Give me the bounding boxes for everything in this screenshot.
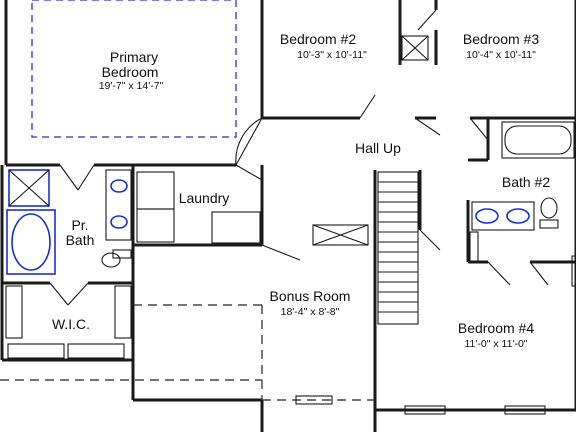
bedroom4-label: Bedroom #4 xyxy=(458,320,534,336)
primary-bedroom-dims: 19'-7" x 14'-7" xyxy=(99,80,164,92)
primary-bedroom-label-2: Bedroom xyxy=(102,64,159,80)
closet-shelves xyxy=(312,35,479,263)
pr-bath-label-1: Pr. xyxy=(71,217,88,233)
hall-label: Hall Up xyxy=(355,140,401,156)
bedroom2-dims: 10'-3" x 10'-11" xyxy=(297,49,367,61)
bath2-label: Bath #2 xyxy=(502,174,550,190)
bedroom4-dims: 11'-0" x 11'-0" xyxy=(464,338,527,350)
bonus-room-label: Bonus Room xyxy=(270,288,351,304)
bedroom3-label: Bedroom #3 xyxy=(463,31,539,47)
laundry-label: Laundry xyxy=(179,190,230,206)
primary-bedroom-label-1: Primary xyxy=(110,49,158,65)
wic-label: W.I.C. xyxy=(52,316,90,332)
bath2-fixtures xyxy=(471,121,575,231)
bedroom3-dims: 10'-4" x 10'-11" xyxy=(466,49,536,61)
wic-shelving xyxy=(5,285,132,359)
bonus-room-dims: 18'-4" x 8'-8" xyxy=(281,306,340,318)
tray-ceiling-outline xyxy=(31,0,237,138)
windows xyxy=(295,255,576,415)
primary-bath-fixtures xyxy=(6,169,132,275)
laundry-appliances xyxy=(136,171,261,244)
bedroom2-label: Bedroom #2 xyxy=(280,31,356,47)
pr-bath-label-2: Bath xyxy=(66,232,95,248)
door-swings xyxy=(49,9,549,306)
staircase xyxy=(377,171,419,325)
bonus-dashed-outline xyxy=(0,304,375,401)
